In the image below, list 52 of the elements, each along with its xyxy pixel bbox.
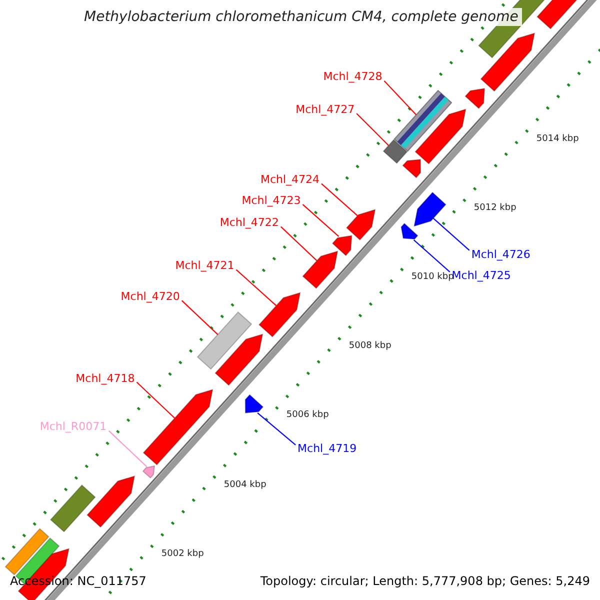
leader-line xyxy=(356,113,389,146)
gene-feature xyxy=(214,333,264,386)
leader-line xyxy=(321,183,358,216)
gene-label: Mchl_4724 xyxy=(260,174,320,186)
leader-line xyxy=(432,218,470,251)
gene-feature xyxy=(196,311,252,370)
gene-feature xyxy=(400,222,418,240)
gene-label: Mchl_4725 xyxy=(452,270,511,282)
leader-line xyxy=(108,430,148,468)
gene-feature xyxy=(402,158,421,178)
leader-line xyxy=(302,204,340,237)
scale-label: 5014 kbp xyxy=(536,134,579,144)
scale-label: 5008 kbp xyxy=(348,342,392,352)
gene-feature xyxy=(50,484,96,532)
gene-feature xyxy=(244,394,264,414)
scale-label: 5012 kbp xyxy=(474,204,516,213)
gene-feature xyxy=(346,208,376,241)
leader-line xyxy=(384,80,417,116)
gene-label: Mchl_4722 xyxy=(220,217,279,228)
leader-line xyxy=(136,382,176,419)
gene-label: Mchl_4727 xyxy=(296,104,355,115)
gene-label: Mchl_4723 xyxy=(242,194,301,206)
scale-label: 5010 kbp xyxy=(411,272,454,282)
gene-label: Mchl_4719 xyxy=(298,443,357,454)
genome-info-text: Topology: circular; Length: 5,777,908 bp; Genes: 5,249 xyxy=(260,575,590,587)
gene-feature xyxy=(258,292,301,338)
gene-feature xyxy=(414,192,446,227)
gene-feature xyxy=(332,235,352,256)
gene-label: Mchl_4720 xyxy=(120,291,180,302)
gene-feature xyxy=(142,465,156,479)
leader-line xyxy=(257,412,296,446)
gene-feature xyxy=(86,475,136,528)
gene-label: Mchl_4726 xyxy=(471,248,530,260)
gene-label: Mchl_4721 xyxy=(175,260,234,272)
leader-line xyxy=(413,240,450,272)
leader-line xyxy=(280,226,318,262)
gene-feature xyxy=(464,88,486,110)
gene-feature xyxy=(414,108,466,164)
gene-label: Mchl_4728 xyxy=(323,71,382,82)
gene-feature xyxy=(480,32,536,92)
gene-label: Mchl_4718 xyxy=(76,372,135,384)
gene-feature xyxy=(302,250,338,289)
gene-label: Mchl_R0071 xyxy=(40,421,107,432)
gene-feature xyxy=(4,528,50,576)
gene-feature xyxy=(382,139,408,164)
scale-label: 5006 kbp xyxy=(286,411,329,420)
scale-label: 5004 kbp xyxy=(224,480,266,490)
gene-feature xyxy=(142,388,214,466)
accession-text: Accession: NC_011757 xyxy=(10,575,146,587)
leader-line xyxy=(236,269,277,306)
leader-line xyxy=(181,300,218,335)
scale-label: 5002 kbp xyxy=(161,550,204,559)
